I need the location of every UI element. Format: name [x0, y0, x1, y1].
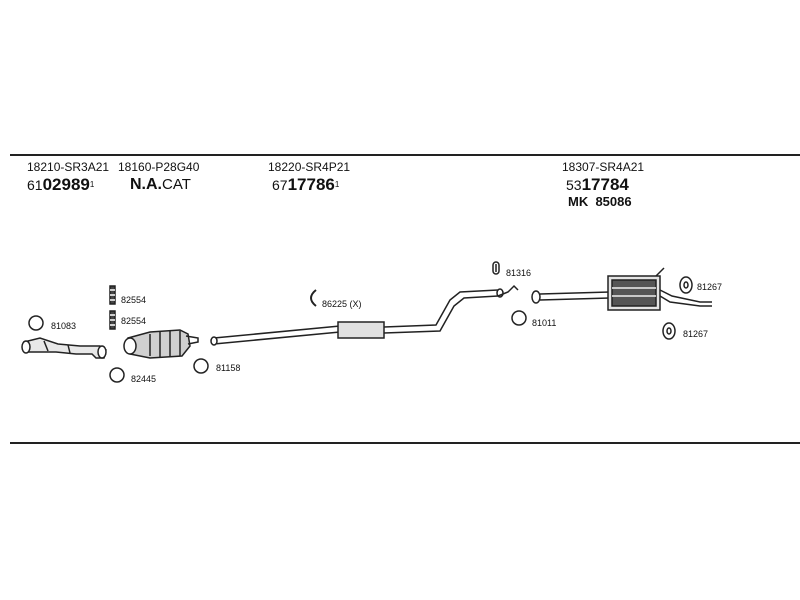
mk-label: MK	[568, 194, 589, 209]
rear-ring-icon	[511, 310, 527, 326]
front-pipe-icon	[21, 337, 107, 359]
mount-top-icon	[679, 276, 693, 294]
mounting-kit: MK 85086	[568, 194, 632, 209]
callout-bolt-bottom: 82554	[121, 316, 147, 326]
ref-middle-silencer: 67177861	[272, 175, 340, 194]
hanger-icon	[492, 261, 500, 275]
bolt-icon	[109, 310, 116, 330]
nut-ring-icon	[109, 367, 125, 383]
callout-mount-bottom: 81267	[683, 329, 709, 339]
part-number-front-pipe: 18210-SR3A21	[27, 160, 110, 174]
callout-mount-top: 81267	[697, 282, 723, 292]
part-number-middle-silencer: 18220-SR4P21	[268, 160, 351, 174]
ref-prefix: 61	[27, 177, 43, 193]
callout-gasket-left: 81083	[51, 321, 77, 331]
catalyst-na-label: N.A.CAT	[130, 176, 191, 194]
part-number-catalyst: 18160-P28G40	[118, 160, 200, 174]
callout-ring-cat: 81158	[216, 363, 241, 373]
ref-prefix: 67	[272, 177, 288, 193]
na-bold: N.A.	[130, 176, 162, 193]
hanger-hook-icon	[497, 284, 519, 297]
ref-number: 02989	[42, 175, 90, 194]
middle-pipe-icon	[210, 288, 504, 346]
ref-mark: 1	[334, 180, 340, 189]
ref-number: 17784	[581, 175, 629, 194]
catalytic-converter-icon	[123, 329, 199, 359]
mount-bottom-icon	[662, 322, 676, 340]
callout-ring-rear: 81011	[532, 318, 557, 328]
na-text: CAT	[162, 176, 191, 193]
cat-ring-icon	[193, 358, 209, 374]
part-number-rear-silencer: 18307-SR4A21	[562, 160, 645, 174]
top-divider	[10, 154, 800, 156]
bottom-divider	[10, 442, 800, 444]
clamp-icon	[310, 289, 317, 307]
rear-silencer-icon	[531, 267, 712, 311]
ref-mark: 1	[89, 180, 95, 189]
callout-clamp: 86225 (X)	[322, 299, 362, 309]
ref-rear-silencer: 5317784	[566, 175, 629, 194]
ref-front-pipe: 61029891	[27, 175, 95, 194]
ref-prefix: 53	[566, 177, 582, 193]
ref-number: 17786	[287, 175, 335, 194]
mk-number: 85086	[595, 194, 632, 209]
callout-nut-front: 82445	[131, 374, 157, 384]
gasket-ring-icon	[28, 315, 44, 331]
bolt-icon	[109, 285, 116, 305]
callout-hanger: 81316	[506, 268, 532, 278]
callout-bolt-top: 82554	[121, 295, 147, 305]
